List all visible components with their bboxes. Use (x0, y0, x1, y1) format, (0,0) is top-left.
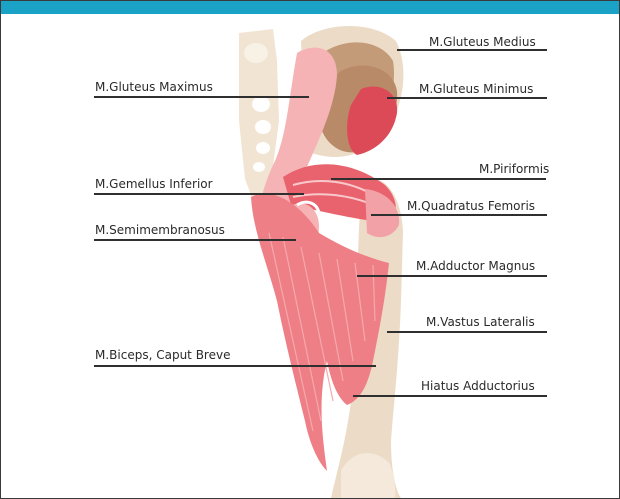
label-hiatus-adductorius: Hiatus Adductorius (421, 379, 535, 393)
label-vastus-lateralis: M.Vastus Lateralis (426, 315, 535, 329)
label-gemellus-inferior: M.Gemellus Inferior (95, 177, 213, 191)
leader-line-hiatus-adductorius (353, 395, 547, 397)
label-semimembranosus: M.Semimembranosus (95, 223, 225, 237)
leader-line-adductor-magnus (357, 275, 547, 277)
leader-line-gemellus-inferior (94, 193, 304, 195)
leader-line-piriformis (331, 178, 546, 180)
label-piriformis: M.Piriformis (479, 162, 549, 176)
leader-line-gluteus-maximus (94, 96, 309, 98)
label-quadratus-femoris: M.Quadratus Femoris (407, 199, 535, 213)
label-gluteus-maximus: M.Gluteus Maximus (95, 80, 213, 94)
label-biceps-caput-breve: M.Biceps, Caput Breve (95, 348, 230, 362)
label-adductor-magnus: M.Adductor Magnus (416, 259, 535, 273)
label-gluteus-minimus: M.Gluteus Minimus (419, 82, 533, 96)
leader-line-biceps-caput-breve (94, 365, 376, 367)
leader-line-semimembranosus (94, 239, 296, 241)
leader-line-gluteus-minimus (387, 97, 547, 99)
leader-line-quadratus-femoris (371, 214, 547, 216)
label-gluteus-medius: M.Gluteus Medius (429, 35, 536, 49)
leader-line-vastus-lateralis (387, 331, 547, 333)
leader-line-gluteus-medius (397, 49, 547, 51)
